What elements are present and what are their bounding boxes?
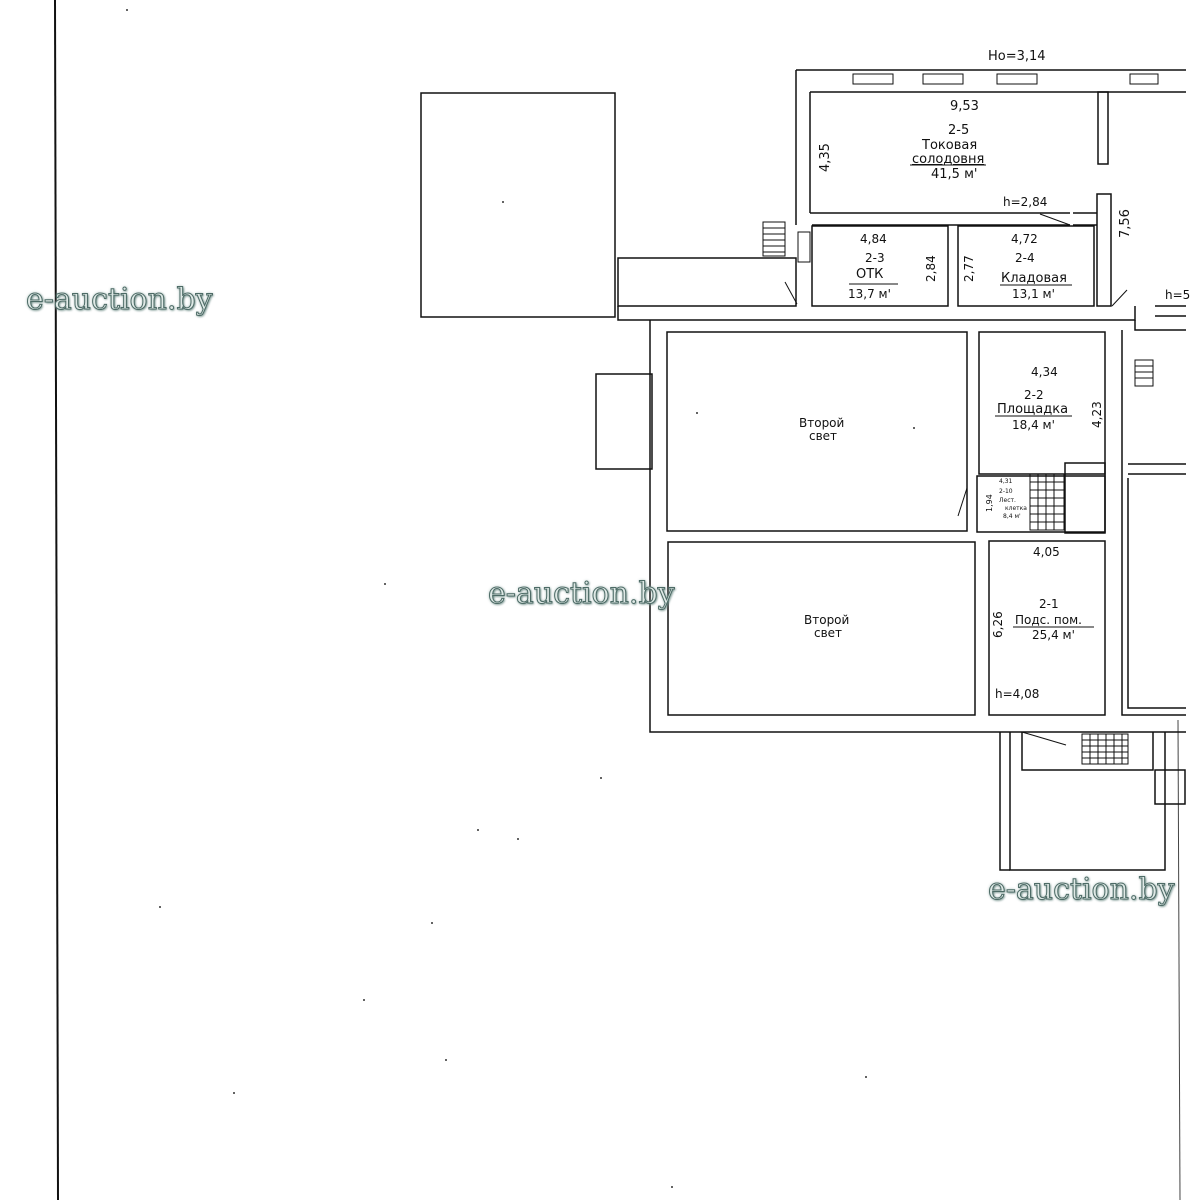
- room-2-3-dim-side: 2,84: [924, 255, 938, 282]
- void-2-line2: свет: [814, 626, 842, 640]
- room-2-4-dim-top: 4,72: [1011, 232, 1038, 246]
- room-2-4-area: 13,1 м': [1012, 287, 1055, 301]
- room-2-3-name: ОТК: [856, 267, 883, 282]
- watermark-1: e-auction.by: [26, 282, 214, 318]
- right-height-label: h=5: [1165, 288, 1190, 302]
- room-2-4-number: 2-4: [1015, 251, 1035, 265]
- room-2-2-number: 2-2: [1024, 388, 1044, 402]
- room-2-10-area: 8,4 м': [1003, 513, 1021, 520]
- upper-height-label: h=2,84: [1003, 195, 1047, 209]
- watermark-2: e-auction.by: [488, 576, 676, 612]
- room-2-5-dim-side: 4,35: [818, 143, 833, 172]
- room-2-4-name: Кладовая: [1001, 271, 1067, 286]
- stair-hatch: [762, 221, 1154, 765]
- windows: [852, 73, 1159, 85]
- side-annex: [595, 373, 653, 470]
- scan-specks: [126, 9, 915, 1188]
- void-2-line1: Второй: [804, 613, 849, 627]
- watermark-3: e-auction.by: [988, 872, 1176, 908]
- room-2-4-dim-side: 2,77: [962, 255, 976, 282]
- room-2-5-name-line1: Токовая: [921, 138, 977, 153]
- room-2-5-dim-top: 9,53: [950, 99, 979, 114]
- annex-block: [420, 92, 616, 318]
- room-2-1-name: Подс. пом.: [1015, 613, 1082, 627]
- room-2-2-dim-side: 4,23: [1090, 401, 1104, 428]
- room-2-3-number: 2-3: [865, 251, 885, 265]
- right-vertical-dim: 7,56: [1118, 209, 1133, 238]
- room-2-10-dim-top: 4,31: [999, 478, 1013, 485]
- room-2-2-name: Площадка: [997, 402, 1068, 417]
- room-2-1-number: 2-1: [1039, 597, 1059, 611]
- room-2-3-area: 13,7 м': [848, 287, 891, 301]
- room-2-1-dim-side: 6,26: [991, 611, 1005, 638]
- room-2-5-name-line2: солодовня: [912, 152, 984, 167]
- room-2-2-area: 18,4 м': [1012, 418, 1055, 432]
- room-2-1-dim-top: 4,05: [1033, 545, 1060, 559]
- lower-height-label: h=4,08: [995, 687, 1039, 701]
- room-2-5-area: 41,5 м': [931, 167, 977, 182]
- doors: [784, 213, 1128, 746]
- void-1-line1: Второй: [799, 416, 844, 430]
- room-2-1-area: 25,4 м': [1032, 628, 1075, 642]
- room-2-3-dim-top: 4,84: [860, 232, 887, 246]
- ceiling-height-label: Hо=3,14: [988, 49, 1046, 64]
- void-1-line2: свет: [809, 429, 837, 443]
- room-2-10-name-line1: Лест.: [999, 497, 1016, 504]
- page-margin-line: [54, 0, 59, 1200]
- page-edge-line: [1177, 719, 1181, 1200]
- room-2-10-number: 2-10: [999, 488, 1013, 495]
- room-2-10-name-line2: клетка: [1005, 505, 1027, 512]
- walls: [617, 69, 1186, 871]
- room-2-10-dim-side: 1,94: [985, 494, 994, 512]
- room-2-2-dim-top: 4,34: [1031, 365, 1058, 379]
- room-2-5-number: 2-5: [948, 123, 969, 138]
